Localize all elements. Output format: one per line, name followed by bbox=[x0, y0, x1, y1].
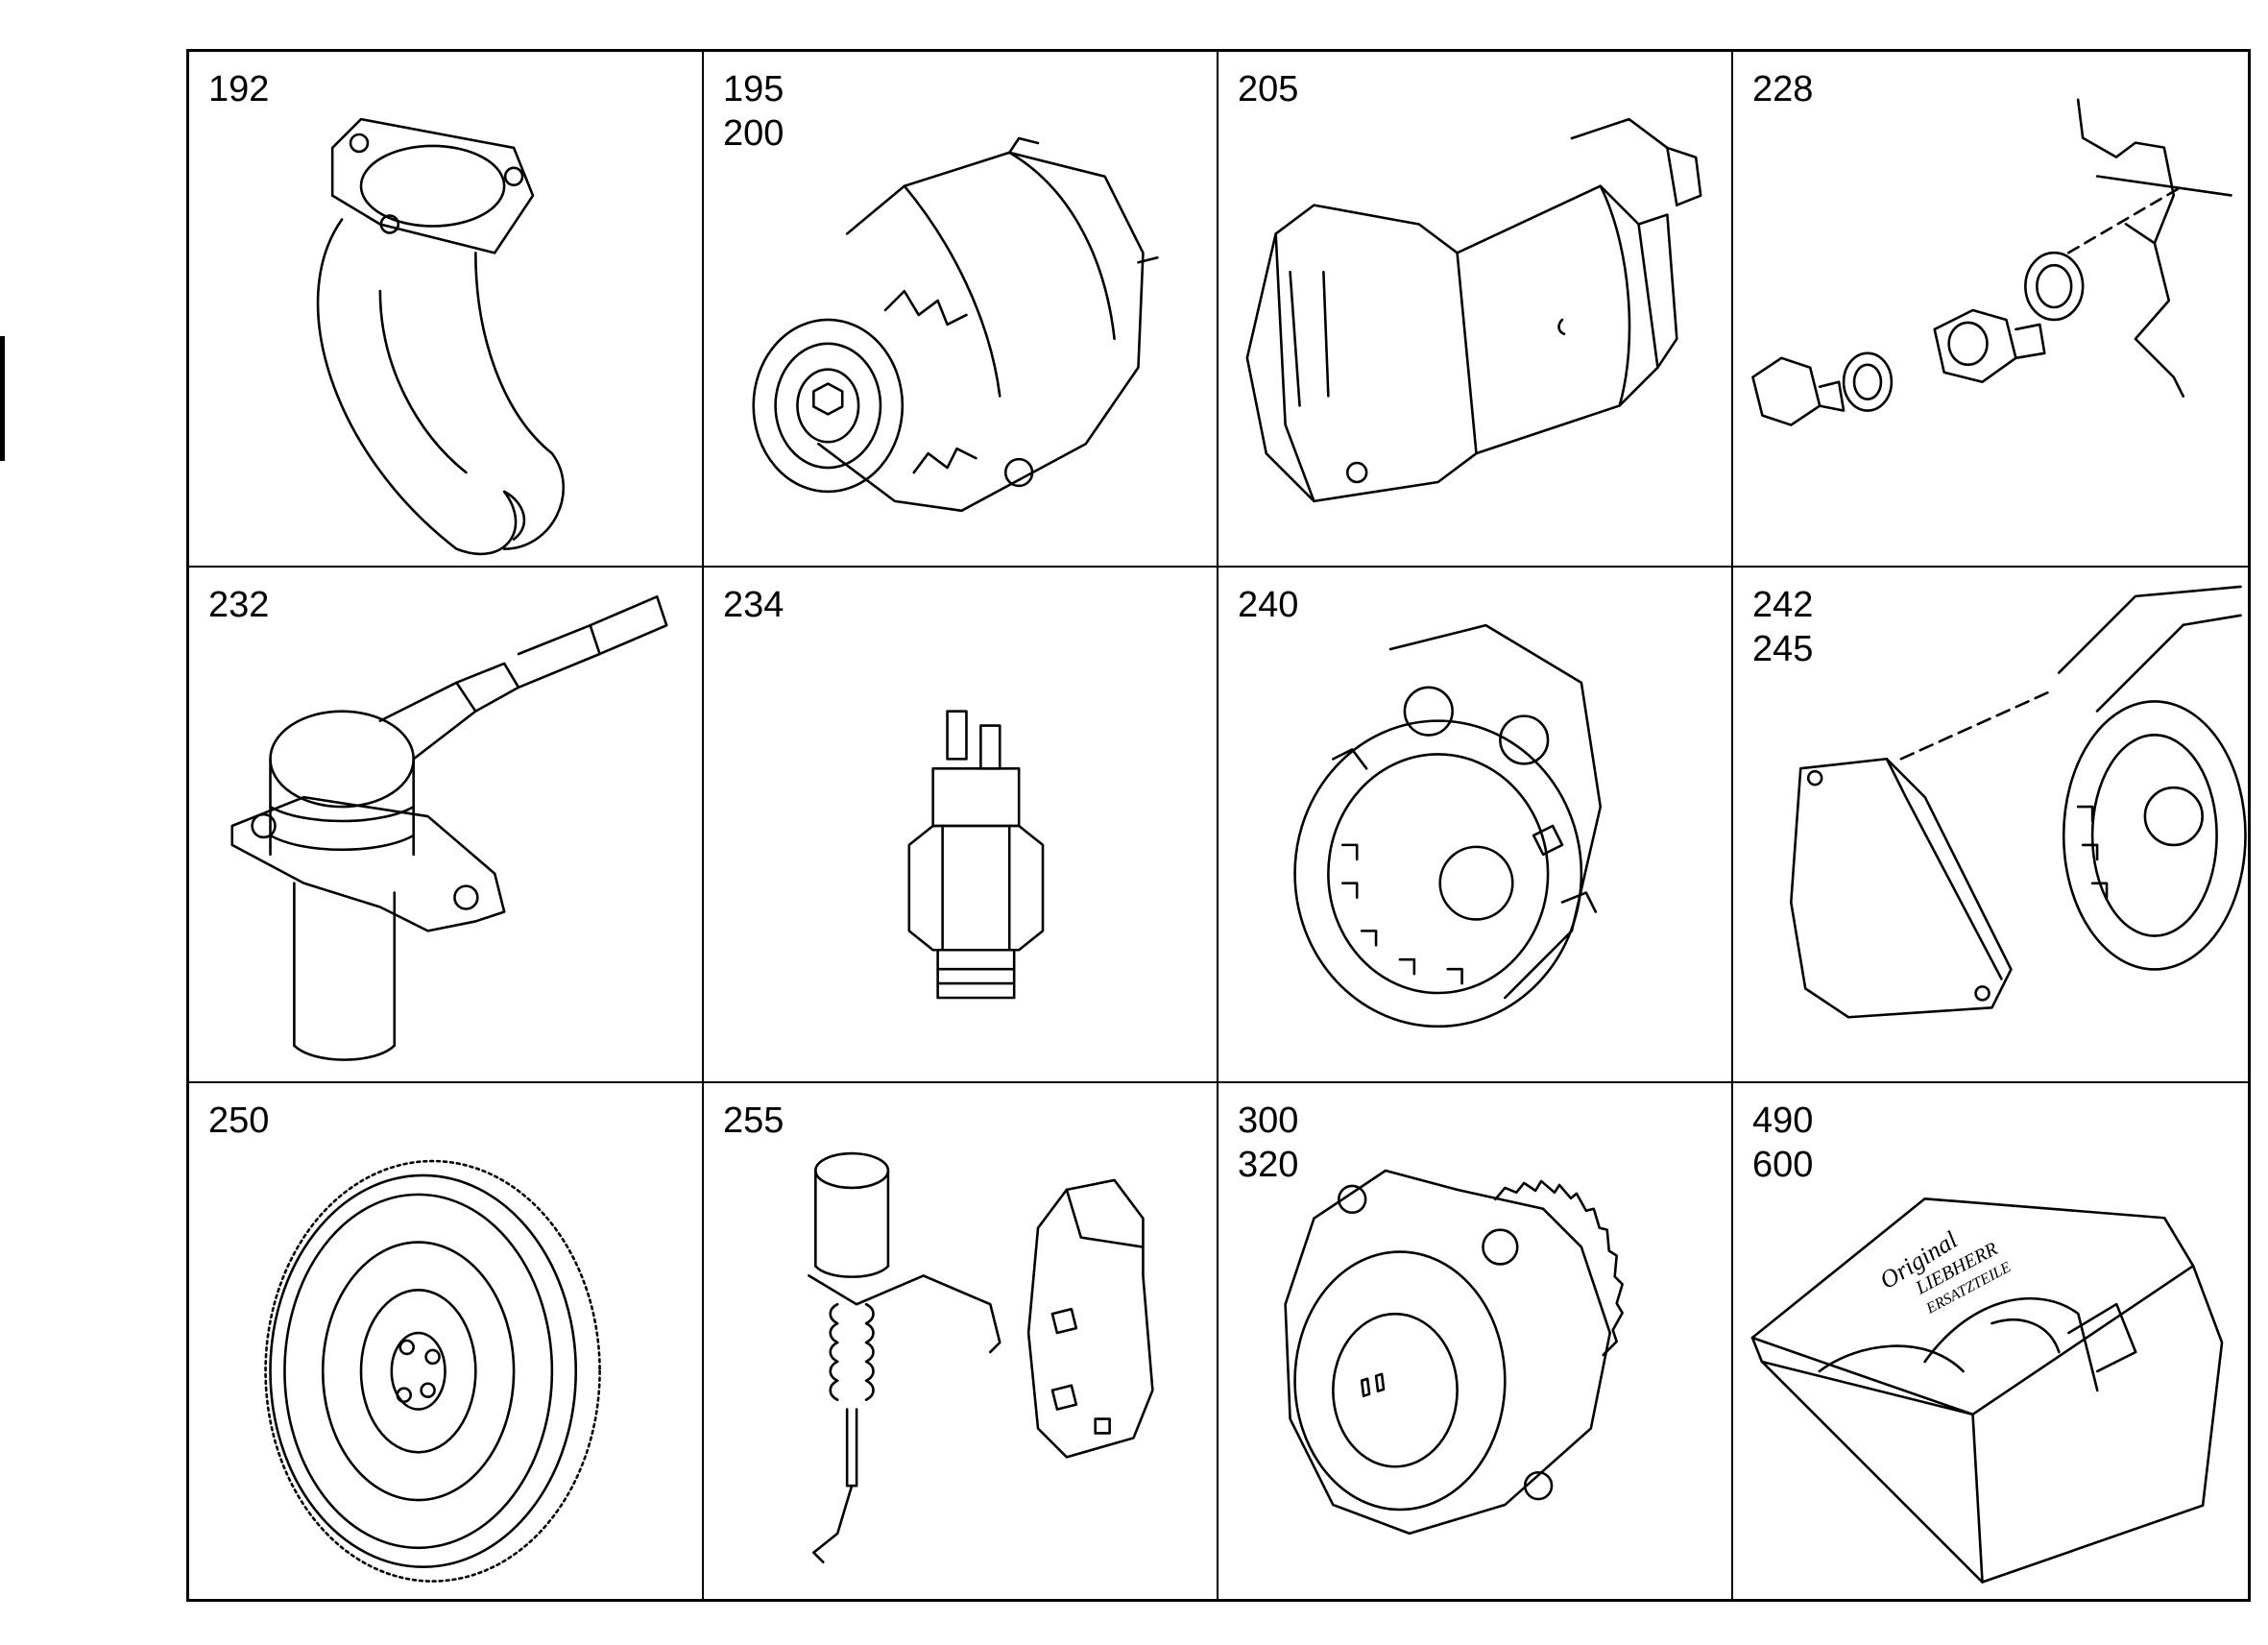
drain-plug-icon bbox=[1751, 98, 2232, 426]
alternator-icon bbox=[752, 136, 1159, 513]
solenoid-icon bbox=[808, 1151, 1154, 1563]
temperature-switch-icon bbox=[907, 710, 1045, 1000]
part-cell-192[interactable]: 192 bbox=[189, 52, 704, 568]
spare-parts-box-icon: Original LIEBHERR ERSATZTEILE bbox=[1750, 1197, 2224, 1584]
part-number-label: 255 bbox=[723, 1101, 784, 1141]
part-cell-250[interactable]: 250 bbox=[189, 1083, 704, 1599]
part-cell-234[interactable]: 234 bbox=[704, 568, 1218, 1083]
edge-marker bbox=[0, 336, 5, 461]
exhaust-elbow-icon bbox=[316, 117, 565, 556]
part-cell-240[interactable]: 240 bbox=[1218, 568, 1733, 1083]
part-cell-232[interactable]: 232 bbox=[189, 568, 704, 1083]
part-number-label: 228 bbox=[1752, 69, 1814, 109]
part-number-label: 234 bbox=[723, 585, 784, 625]
part-number-label: 250 bbox=[208, 1101, 270, 1141]
rectifier-icon bbox=[1293, 623, 1603, 1028]
part-cell-255[interactable]: 255 bbox=[704, 1083, 1218, 1599]
part-number-label: 232 bbox=[208, 585, 270, 625]
gear-pump-icon bbox=[1284, 1169, 1624, 1536]
part-number-label: 205 bbox=[1238, 69, 1299, 109]
part-cell-228[interactable]: 228 bbox=[1733, 52, 2248, 568]
part-cell-205[interactable]: 205 bbox=[1218, 52, 1733, 568]
starter-motor-icon bbox=[1245, 117, 1702, 503]
part-number-label: 192 bbox=[208, 69, 270, 109]
part-number-label: 240 bbox=[1238, 585, 1299, 625]
alternator-cover-icon bbox=[1789, 585, 2247, 1019]
speed-sensor-icon bbox=[230, 595, 668, 1061]
flywheel-icon bbox=[264, 1159, 601, 1583]
